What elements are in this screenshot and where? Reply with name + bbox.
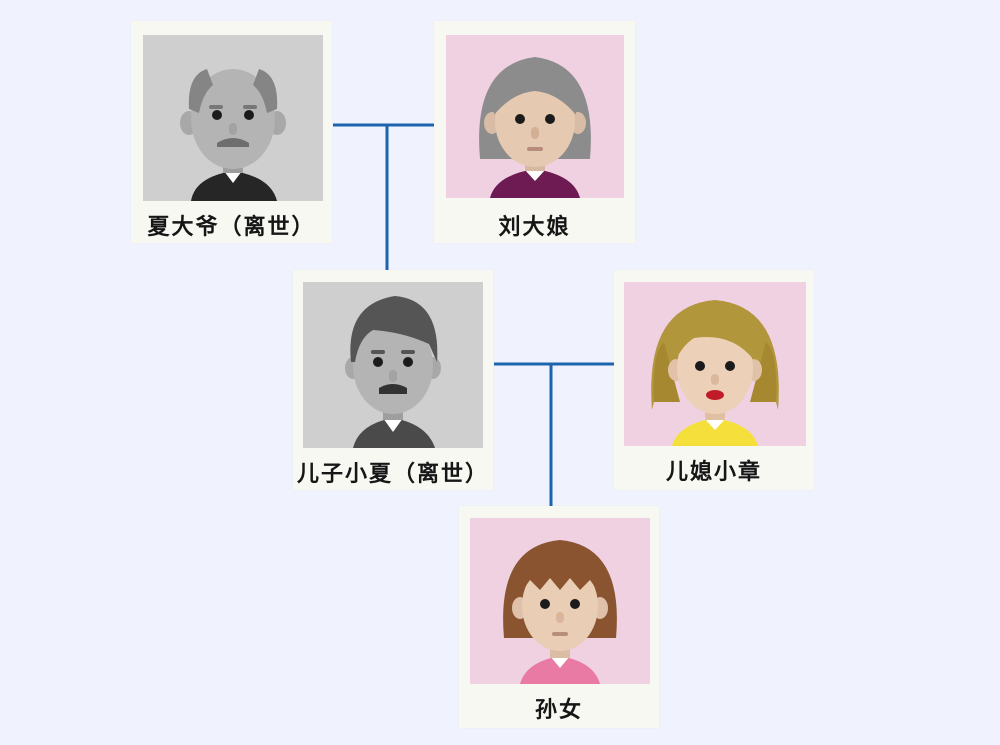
granddaughter-portrait: [470, 518, 650, 684]
grandma-portrait: [446, 35, 624, 198]
daughter-in-law-portrait: [624, 282, 806, 446]
member-name-granddaughter: 孙女: [534, 698, 583, 723]
member-card-grandpa: 夏大爷（离世）: [131, 21, 332, 243]
member-card-daughter-in-law: 儿媳小章: [614, 270, 814, 490]
member-name-son: 儿子小夏（离世）: [296, 462, 489, 487]
member-card-son: 儿子小夏（离世）: [293, 270, 493, 490]
grandpa-portrait: [143, 35, 323, 201]
member-name-daughter-in-law: 儿媳小章: [665, 460, 762, 485]
member-name-grandma: 刘大娘: [498, 215, 571, 240]
member-name-grandpa: 夏大爷（离世）: [147, 215, 316, 240]
member-card-granddaughter: 孙女: [459, 506, 659, 728]
member-card-grandma: 刘大娘: [434, 21, 635, 243]
son-portrait: [303, 282, 483, 448]
